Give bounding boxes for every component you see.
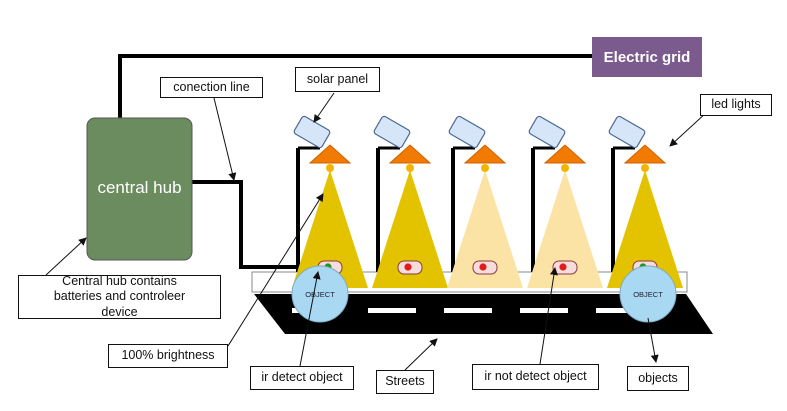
light-beam — [607, 170, 683, 288]
arrow-connection-line — [213, 97, 237, 181]
grid-power-line — [118, 54, 592, 120]
callout-solar-panel: solar panel — [295, 67, 380, 92]
callout-ir-not-detect: ir not detect object — [472, 364, 599, 390]
led-bulb — [406, 164, 414, 172]
led-bulb — [481, 164, 489, 172]
led-light-icon — [463, 144, 507, 164]
light-beam — [447, 170, 523, 288]
led-bulb — [561, 164, 569, 172]
street-lamp-3 — [447, 115, 523, 288]
hub-connection-line — [190, 180, 307, 269]
callout-brightness: 100% brightness — [108, 344, 228, 368]
street-lamp-4 — [527, 115, 603, 288]
electric-grid-label: Electric grid — [603, 48, 691, 66]
object-right-label: OBJECT — [633, 290, 663, 299]
callout-objects: objects — [627, 366, 689, 391]
street-lamp-1 — [292, 115, 368, 288]
lane-dash — [444, 308, 492, 313]
led-light-icon — [388, 144, 432, 164]
central-hub-label: central hub — [97, 178, 182, 197]
light-beam — [527, 170, 603, 288]
street — [254, 294, 713, 334]
light-beam — [372, 170, 448, 288]
led-light-icon — [543, 144, 587, 164]
callout-connection-line: conection line — [160, 77, 263, 98]
ir-sensor-indicator — [479, 263, 487, 271]
arrow-hub-description — [45, 237, 87, 276]
arrow-brightness — [227, 193, 324, 347]
solar-panel-icon — [373, 115, 411, 149]
central-hub — [86, 117, 193, 261]
solar-panel-icon — [608, 115, 646, 149]
arrow-solar-panel — [313, 92, 335, 123]
arrow-objects — [647, 317, 659, 363]
lane-dash — [520, 308, 568, 313]
lane-dash — [596, 308, 644, 313]
object-left — [291, 265, 349, 323]
ir-sensor-indicator — [559, 263, 567, 271]
arrow-streets — [404, 338, 438, 371]
street-lamp-2 — [372, 115, 448, 288]
object-circle — [291, 265, 349, 323]
callout-hub-description: Central hub contains batteries and contr… — [18, 274, 221, 319]
street-lamp-5 — [607, 115, 683, 288]
ir-sensor-indicator — [404, 263, 412, 271]
callout-ir-detect: ir detect object — [250, 366, 354, 390]
electric-grid-box — [592, 37, 702, 77]
object-circle — [619, 265, 677, 323]
solar-panel-icon — [448, 115, 486, 149]
led-bulb — [641, 164, 649, 172]
arrow-ir-not-detect — [539, 267, 558, 365]
object-right — [619, 265, 677, 323]
light-beam — [292, 170, 368, 288]
arrow-led-lights — [669, 111, 708, 147]
led-light-icon — [308, 144, 352, 164]
callout-streets: Streets — [376, 370, 434, 394]
solar-panel-icon — [293, 115, 331, 149]
led-bulb — [326, 164, 334, 172]
lane-dash — [368, 308, 416, 313]
led-light-icon — [623, 144, 667, 164]
solar-panel-icon — [528, 115, 566, 149]
object-left-label: OBJECT — [305, 290, 335, 299]
arrow-ir-detect — [299, 271, 321, 367]
callout-led-lights: led lights — [700, 94, 772, 116]
street-lamps — [292, 115, 683, 288]
